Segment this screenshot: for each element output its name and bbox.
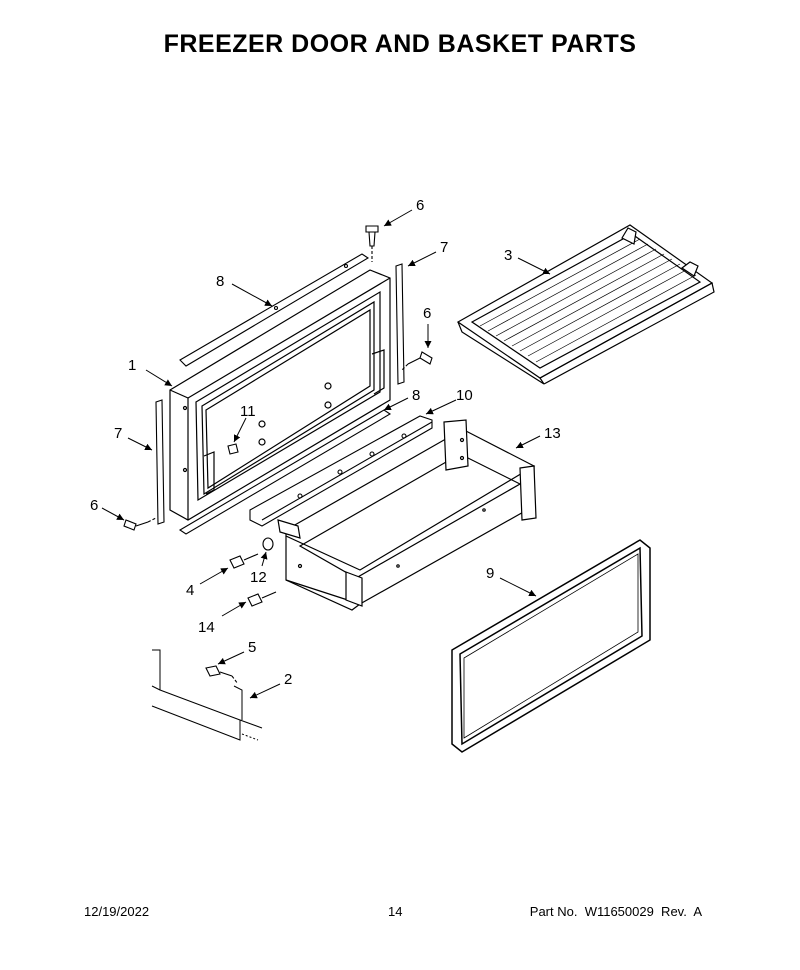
upper-rail-part	[179, 253, 370, 367]
callout-11: 11	[240, 403, 256, 420]
footer-date: 12/19/2022	[84, 904, 150, 919]
leader-13	[515, 435, 541, 449]
lower-rail-part	[178, 409, 392, 535]
callout-10: 10	[456, 387, 473, 404]
callout-12: 12	[250, 569, 267, 586]
leader-7-top	[407, 251, 437, 267]
callout-4: 4	[186, 582, 194, 599]
callout-8-top: 8	[216, 273, 224, 290]
callout-13: 13	[544, 425, 561, 442]
slide-rail-part	[249, 415, 433, 527]
leader-9	[499, 577, 537, 597]
leader-12	[260, 551, 268, 567]
shelf-tray-part	[456, 224, 715, 385]
callout-14: 14	[198, 619, 215, 636]
callout-2: 2	[284, 671, 292, 688]
leader-14	[221, 601, 247, 617]
leader-11	[233, 417, 247, 443]
leader-2	[249, 683, 281, 699]
callout-6-left: 6	[90, 497, 98, 514]
callout-8-bottom: 8	[412, 387, 420, 404]
callout-6-top: 6	[416, 197, 424, 214]
leader-6-top	[383, 209, 413, 227]
side-strip-part	[155, 263, 405, 525]
leader-10	[425, 399, 457, 415]
callout-3: 3	[504, 247, 512, 264]
leader-7-left	[127, 437, 153, 451]
leader-4	[199, 567, 229, 585]
callout-1: 1	[128, 357, 136, 374]
gasket-part	[451, 539, 651, 753]
page-title: FREEZER DOOR AND BASKET PARTS	[163, 30, 637, 58]
callout-7-top: 7	[440, 239, 448, 256]
screws	[123, 225, 433, 685]
footer-part-number: Part No. W11650029 Rev. A	[529, 904, 702, 919]
basket-part	[277, 419, 537, 611]
door-panel-part	[169, 269, 391, 521]
leader-3	[517, 257, 551, 275]
callout-6-right: 6	[423, 305, 431, 322]
leader-8-bottom	[383, 397, 409, 411]
footer-page-number: 14	[388, 904, 403, 919]
leader-5	[217, 651, 245, 665]
callout-7-left: 7	[114, 425, 122, 442]
trim-part	[151, 649, 263, 741]
leader-1	[145, 369, 173, 387]
callout-5: 5	[248, 639, 256, 656]
callout-9: 9	[486, 565, 494, 582]
leader-8-top	[231, 283, 273, 307]
leader-6-left	[101, 507, 125, 521]
